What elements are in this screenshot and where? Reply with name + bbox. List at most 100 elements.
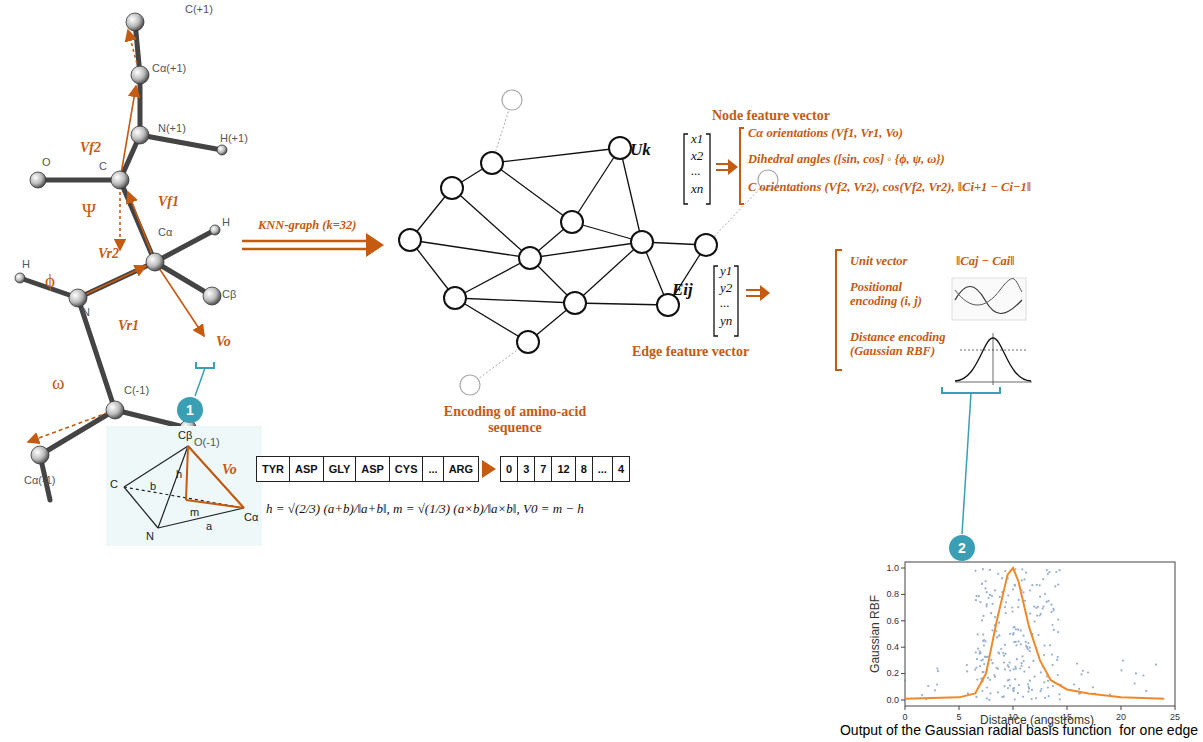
sequence-cell: 4 xyxy=(613,457,629,481)
tick-label: 0.6 xyxy=(886,616,899,626)
tick-label: 0.4 xyxy=(886,642,899,652)
scatter-dot xyxy=(1007,679,1009,681)
scatter-dot xyxy=(1015,668,1017,670)
scatter-dot xyxy=(983,644,985,646)
graph-node xyxy=(444,287,466,309)
tick xyxy=(1121,706,1122,710)
scatter-dot xyxy=(1012,634,1014,636)
feature-text: Positional encoding (i, j) xyxy=(850,280,946,309)
scatter-dot xyxy=(988,699,990,701)
tick-label: 0.8 xyxy=(886,589,899,599)
atom xyxy=(69,289,87,307)
scatter-dot xyxy=(1059,569,1061,571)
scatter-dot xyxy=(1155,664,1157,666)
scatter-dot xyxy=(1047,687,1049,689)
scatter-dot xyxy=(936,668,938,670)
scatter-dot xyxy=(1078,688,1080,690)
orientation-vector xyxy=(78,266,146,298)
axis-label: Gaussian RBF xyxy=(869,595,883,673)
scatter-dot xyxy=(989,594,991,596)
graph-node xyxy=(631,231,653,253)
scatter-dot xyxy=(975,651,977,653)
scatter-dot xyxy=(1025,641,1027,643)
scatter-dot xyxy=(1036,615,1038,617)
tetrahedron-label: b xyxy=(150,480,156,493)
graph-node xyxy=(441,177,463,199)
section-title: Edge feature vector xyxy=(632,344,749,360)
scatter-dot xyxy=(1009,633,1011,635)
scatter-dot xyxy=(1057,656,1059,658)
graph-node xyxy=(502,90,522,110)
scatter-dot xyxy=(1029,589,1031,591)
scatter-dot xyxy=(1033,620,1035,622)
scatter-dot xyxy=(1007,595,1009,597)
scatter-dot xyxy=(1018,640,1020,642)
scatter-dot xyxy=(1017,629,1019,631)
vector-label: Vr1 xyxy=(118,318,139,334)
sequence-cell: TYR xyxy=(257,457,290,481)
atom xyxy=(15,273,25,283)
atom xyxy=(131,126,149,144)
scatter-dot xyxy=(1005,612,1007,614)
scatter-dot xyxy=(1039,596,1041,598)
atom xyxy=(31,446,49,464)
graph-node xyxy=(609,137,631,159)
scatter-dot xyxy=(921,694,923,696)
sequence-box: TYRASPGLYASPCYS...ARG xyxy=(256,456,479,482)
graph-edge xyxy=(572,148,620,222)
scatter-dot xyxy=(1003,655,1005,657)
atom xyxy=(210,225,220,235)
scatter-dot xyxy=(966,670,968,672)
scatter-dot xyxy=(1029,647,1031,649)
scatter-dot xyxy=(1016,658,1018,660)
scatter-dot xyxy=(1051,624,1053,626)
scatter-dot xyxy=(1044,593,1046,595)
scatter-dot xyxy=(1034,676,1036,678)
sequence-cell: 7 xyxy=(535,457,552,481)
scatter-dot xyxy=(979,650,981,652)
scatter-dot xyxy=(1080,673,1082,675)
feature-text: KNN-graph (k=32) xyxy=(258,218,356,232)
tick-label: 5 xyxy=(956,712,961,722)
scatter-dot xyxy=(996,667,998,669)
bond xyxy=(40,410,115,455)
scatter-dot xyxy=(1031,689,1033,691)
scatter-dot xyxy=(1057,619,1059,621)
scatter-dot xyxy=(982,615,984,617)
atom xyxy=(146,253,164,271)
scatter-dot xyxy=(1027,648,1029,650)
scatter-dot xyxy=(979,601,981,603)
scatter-dot xyxy=(982,640,984,642)
scatter-dot xyxy=(934,689,936,691)
scatter-dot xyxy=(927,685,929,687)
scatter-dot xyxy=(1052,685,1054,687)
scatter-dot xyxy=(1029,650,1031,652)
scatter-dot xyxy=(1048,695,1050,697)
scatter-dot xyxy=(1013,687,1015,689)
scatter-dot xyxy=(1054,585,1056,587)
scatter-dot xyxy=(1042,606,1044,608)
scatter-dot xyxy=(1031,584,1033,586)
sequence-cell: ... xyxy=(593,457,613,481)
scatter-dot xyxy=(981,583,983,585)
scatter-dot xyxy=(1014,666,1016,668)
scatter-dot xyxy=(904,680,906,682)
sequence-cell: ... xyxy=(423,457,443,481)
scatter-dot xyxy=(1022,591,1024,593)
scatter-dot xyxy=(1037,634,1039,636)
scatter-dot xyxy=(1023,635,1025,637)
tick xyxy=(1175,706,1176,710)
scatter-dot xyxy=(1015,628,1017,630)
graph-edge xyxy=(492,163,572,222)
tick xyxy=(901,647,905,648)
scatter-dot xyxy=(1042,578,1044,580)
scatter-dot xyxy=(1020,629,1022,631)
scatter-dot xyxy=(1017,692,1019,694)
tick xyxy=(901,673,905,674)
scatter-dot xyxy=(1040,688,1042,690)
scatter-dot xyxy=(1057,584,1059,586)
scatter-dot xyxy=(1057,674,1059,676)
scatter-dot xyxy=(1057,631,1059,633)
vector-entry: xn xyxy=(691,182,703,197)
scatter-dot xyxy=(937,670,939,672)
